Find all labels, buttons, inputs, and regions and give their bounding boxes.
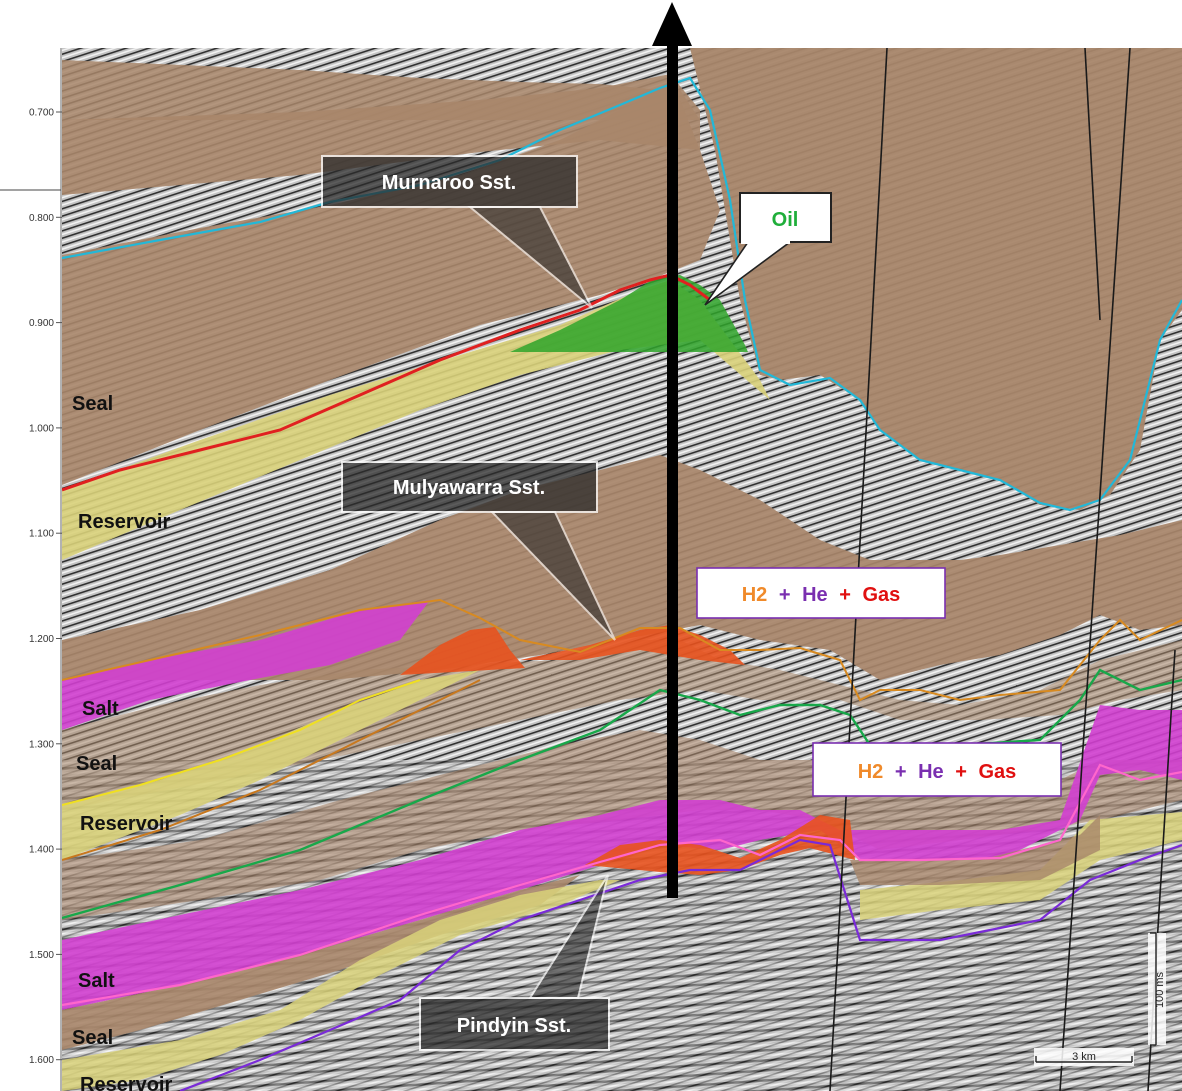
time-axis-tick-label: 1.000 xyxy=(29,423,54,434)
gas-label-upper: H2 + He + Gas xyxy=(696,567,946,619)
layer-label-reservoir-2: Reservoir xyxy=(80,813,172,835)
horizon-orange-lower xyxy=(62,679,481,861)
oil-accumulation xyxy=(510,275,748,352)
gas-pocket-pindyin xyxy=(585,815,855,875)
layer-label-seal-2: Seal xyxy=(76,753,117,775)
horizon-purple xyxy=(179,838,1182,1091)
gas-label-lower-he: He xyxy=(918,761,944,783)
layer-label-seal-1: Seal xyxy=(72,393,113,415)
svg-text:H2 + He +: H2 + He + Gas xyxy=(742,584,901,606)
gas-label-lower-plus1: + xyxy=(895,761,907,783)
vertical-scale-bar: 100 ms xyxy=(1148,932,1166,1046)
gas-label-lower-plus2: + xyxy=(955,761,967,783)
gas-pocket-mulyawarra-left xyxy=(400,627,525,675)
layer-label-seal-3: Seal xyxy=(72,1027,113,1049)
time-axis-tick-label: 1.200 xyxy=(29,634,54,645)
callout-mulyawarra: Mulyawarra Sst. xyxy=(341,461,616,641)
time-axis-tick-label: 0.800 xyxy=(29,213,54,224)
layer-labels: Seal Reservoir Salt Seal Reservoir Salt … xyxy=(72,393,172,1091)
reservoir-band-3 xyxy=(62,880,620,1091)
callout-pindyin-text: Pindyin Sst. xyxy=(457,1015,571,1037)
callout-mulyawarra-text: Mulyawarra Sst. xyxy=(393,477,545,499)
callout-pindyin: Pindyin Sst. xyxy=(419,874,610,1051)
gas-pocket-mulyawarra-crest xyxy=(520,625,745,665)
time-axis-tick-label: 0.700 xyxy=(29,108,54,119)
time-axis-tick-label: 1.400 xyxy=(29,845,54,856)
svg-text:H2 + He +: H2 + He + Gas xyxy=(858,761,1017,783)
callout-murnaroo-text: Murnaroo Sst. xyxy=(382,172,516,194)
horizon-orange-upper xyxy=(62,598,1182,702)
layer-label-reservoir-1: Reservoir xyxy=(78,511,170,533)
well-arrow xyxy=(652,2,692,898)
time-axis-tick-label: 1.600 xyxy=(29,1055,54,1066)
layer-label-salt-2: Salt xyxy=(78,970,115,992)
gas-label-upper-h2: H2 xyxy=(742,584,768,606)
time-axis-tick-label: 1.500 xyxy=(29,950,54,961)
reservoir-band-2 xyxy=(62,670,480,860)
horizon-pink xyxy=(62,763,1182,1007)
horizon-yellow xyxy=(62,679,421,806)
vertical-scale-label: 100 ms xyxy=(1154,971,1166,1008)
right-overburden xyxy=(690,48,1182,510)
callout-oil-text: Oil xyxy=(772,209,799,231)
gas-label-lower: H2 + He + Gas xyxy=(812,742,1062,797)
layer-label-salt-1: Salt xyxy=(82,698,119,720)
horizontal-scale-label: 3 km xyxy=(1072,1051,1096,1063)
layer-label-reservoir-3: Reservoir xyxy=(80,1074,172,1091)
salt-upper xyxy=(62,600,430,730)
gas-label-lower-h2: H2 xyxy=(858,761,884,783)
time-axis-tick-label: 1.300 xyxy=(29,739,54,750)
horizontal-scale-bar: 3 km xyxy=(1034,1048,1134,1066)
gas-label-upper-plus1: + xyxy=(779,584,791,606)
gas-label-upper-gas: Gas xyxy=(862,584,900,606)
callout-murnaroo: Murnaroo Sst. xyxy=(321,155,593,309)
callout-oil: Oil xyxy=(704,192,832,306)
horizon-green xyxy=(62,668,1182,920)
time-axis-tick-label: 0.900 xyxy=(29,318,54,329)
time-axis-tick-label: 1.100 xyxy=(29,529,54,540)
gas-label-upper-plus2: + xyxy=(839,584,851,606)
time-axis: 0.700 0.800 0.900 1.000 1.100 1.200 1.300 1.400… xyxy=(0,48,62,1091)
gas-label-upper-he: He xyxy=(802,584,828,606)
gas-label-lower-gas: Gas xyxy=(978,761,1016,783)
